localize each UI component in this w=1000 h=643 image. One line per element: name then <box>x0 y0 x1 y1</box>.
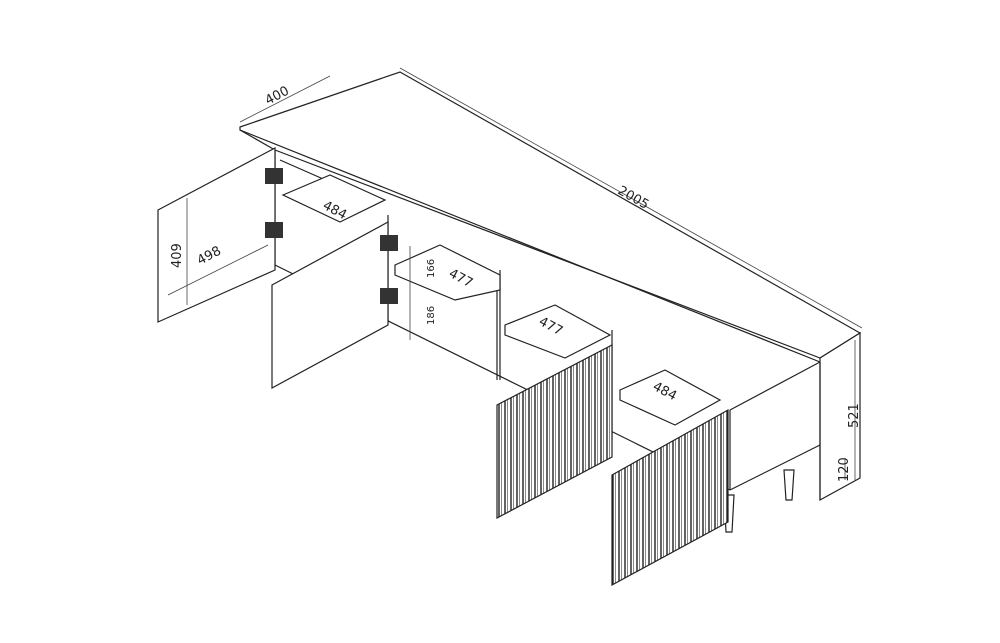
second-door <box>271 220 389 390</box>
dim-total-height: 521 <box>847 403 862 428</box>
left-door <box>157 147 276 323</box>
dim-depth: 400 <box>263 84 292 109</box>
fluted-door-right <box>611 408 729 587</box>
dim-door-height: 409 <box>170 243 185 268</box>
hinge-icons <box>265 168 398 304</box>
dim-leg-height: 120 <box>837 457 852 482</box>
fluted-door-left <box>496 344 613 519</box>
shelves <box>281 174 722 426</box>
dim-lower-gap: 186 <box>426 306 437 325</box>
legs <box>723 469 795 533</box>
dim-upper-gap: 166 <box>426 259 437 278</box>
dimension-lines <box>167 67 863 480</box>
